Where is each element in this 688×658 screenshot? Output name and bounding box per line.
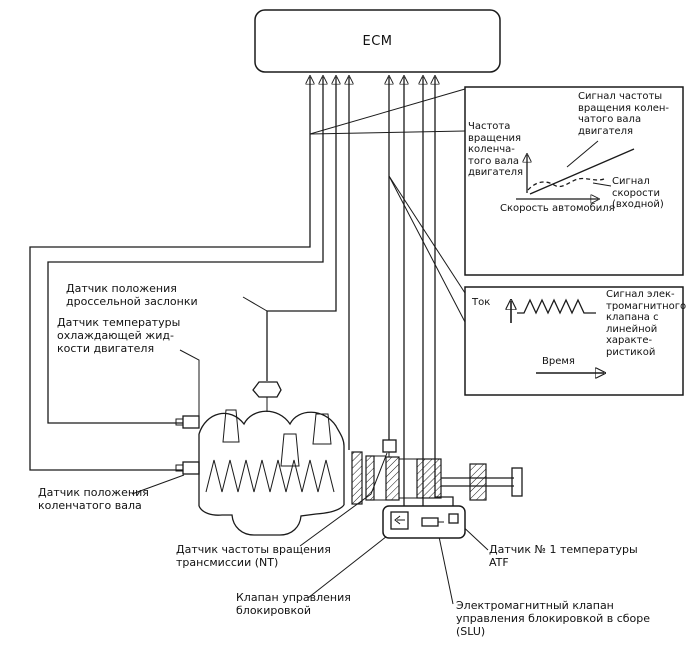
crank-sensor-shape bbox=[182, 461, 200, 475]
lockup-valve-shape bbox=[390, 511, 409, 530]
inset-solenoid-graph bbox=[464, 286, 684, 396]
atf-sensor-shape bbox=[448, 513, 459, 524]
inset-speed-graph bbox=[464, 86, 684, 276]
label-nt-speed-sensor: Датчик частоты вращения трансмиссии (NT) bbox=[176, 543, 331, 569]
label-slu-solenoid: Электромагнитный клапан управления блоки… bbox=[456, 599, 651, 638]
inset2-current-label: Ток bbox=[472, 297, 491, 308]
ecm-label: ECM bbox=[362, 33, 393, 49]
inset2-solenoid-signal-label: Сигнал элек-тромагнитного клапана с лине… bbox=[606, 289, 687, 358]
coolant-sensor-shape bbox=[182, 415, 200, 429]
inset1-y-axis-label: Частота вращения коленча-того вала двига… bbox=[468, 121, 524, 179]
label-crank-position-sensor: Датчик положения коленчатого вала bbox=[38, 486, 149, 512]
label-throttle-position-sensor: Датчик положения дроссельной заслонки bbox=[66, 282, 198, 308]
throttle-sensor-shape bbox=[252, 381, 282, 398]
label-lockup-control-valve: Клапан управления блокировкой bbox=[236, 591, 351, 617]
wire-lines bbox=[29, 77, 454, 518]
label-atf-temp-sensor: Датчик № 1 температуры ATF bbox=[489, 543, 638, 569]
speed-signal-line bbox=[527, 177, 605, 191]
ecm-box bbox=[254, 9, 501, 73]
inset2-time-label: Время bbox=[542, 356, 575, 367]
engine-schematic bbox=[175, 381, 345, 536]
label-coolant-temp-sensor: Датчик температуры охлаждающей жид-кости… bbox=[57, 316, 181, 355]
inset1-speed-signal-label: Сигнал скорости (входной) bbox=[612, 176, 664, 211]
crank-signal-line bbox=[529, 148, 635, 195]
callout-lines bbox=[309, 88, 466, 323]
transmission-schematic bbox=[351, 439, 523, 505]
solenoid-waveform bbox=[517, 298, 596, 315]
valve-body bbox=[382, 505, 466, 539]
nt-sensor-shape bbox=[382, 439, 397, 453]
inset1-x-axis-label: Скорость автомобиля bbox=[500, 203, 615, 214]
inset1-crank-signal-label: Сигнал частоты вращения колен-чатого вал… bbox=[578, 91, 670, 137]
